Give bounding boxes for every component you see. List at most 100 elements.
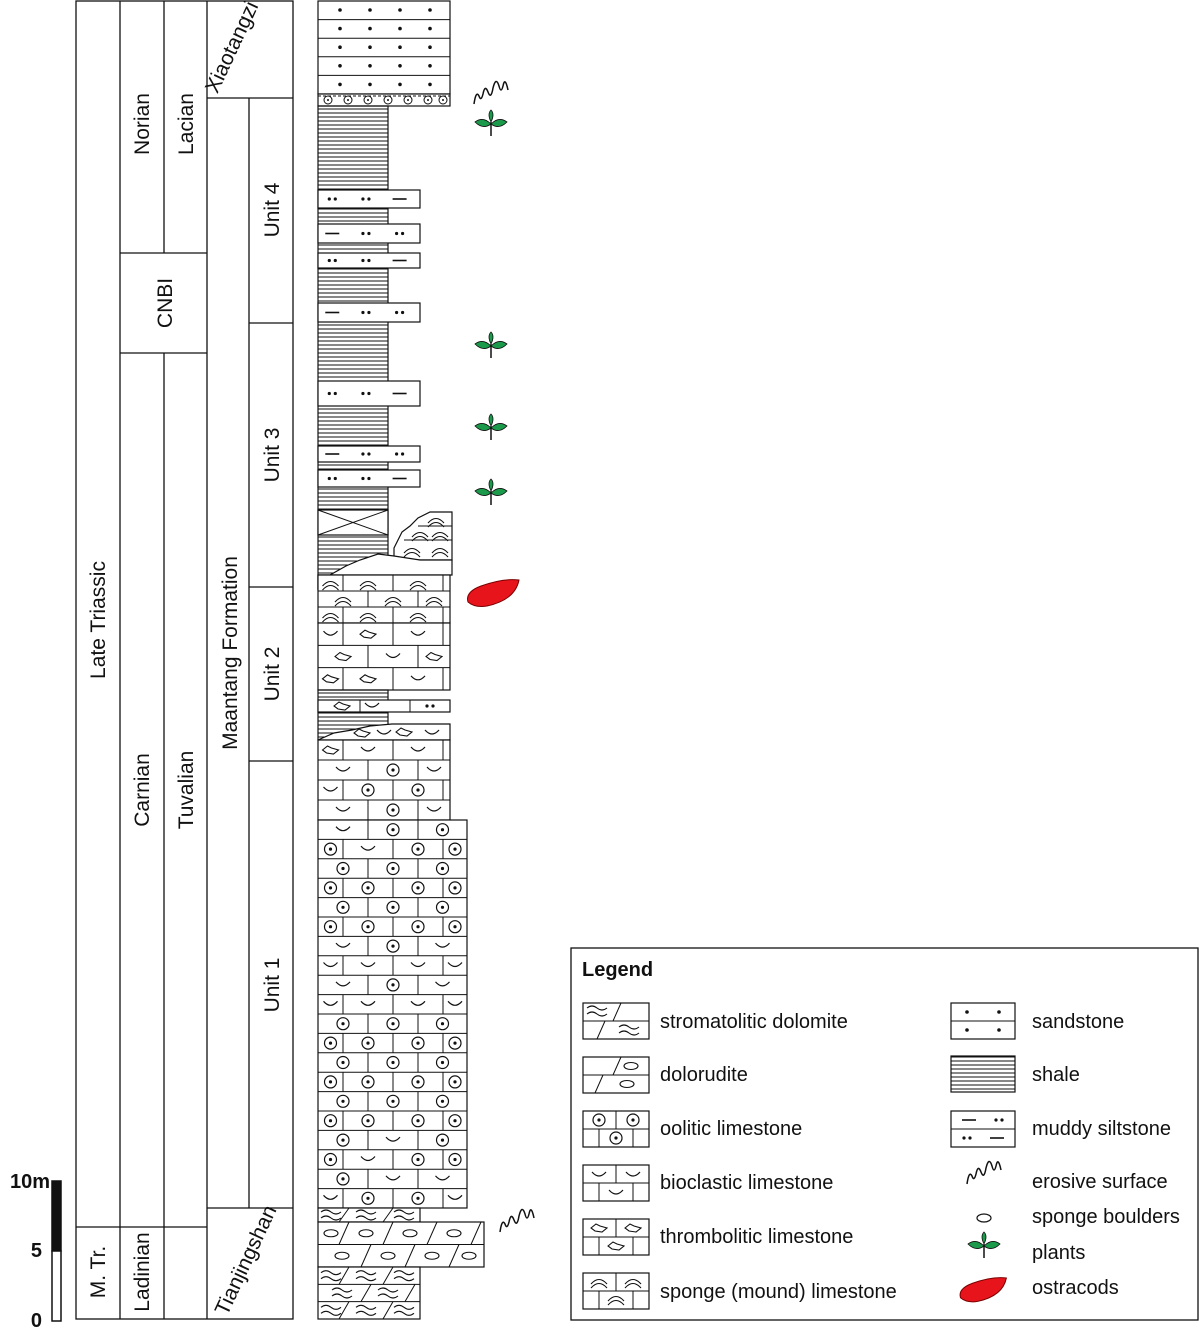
label-tianjingshan: Tianjingshan bbox=[211, 1202, 282, 1319]
ooid-core bbox=[631, 1118, 635, 1122]
plant-icon bbox=[474, 478, 508, 505]
silt-dot bbox=[367, 391, 371, 396]
stromatolite-mark bbox=[331, 1293, 353, 1299]
scale-label-top: 10m bbox=[10, 1171, 50, 1193]
silt-dot bbox=[327, 197, 331, 201]
sponge-mark bbox=[409, 616, 427, 623]
legend-box: Legend stromatolitic dolomite dolorudite… bbox=[570, 947, 1199, 1321]
silt-dot bbox=[361, 476, 365, 481]
bed-sandstone bbox=[317, 0, 451, 107]
sand-dot bbox=[338, 82, 342, 87]
legend-label-shale: shale bbox=[1032, 1064, 1080, 1086]
silt-dot bbox=[333, 476, 337, 481]
plant-leaf bbox=[488, 478, 494, 492]
ooid-core bbox=[453, 886, 457, 890]
plant-leaf bbox=[490, 423, 508, 431]
legend-title: Legend bbox=[582, 959, 653, 981]
ooid-core bbox=[453, 1041, 457, 1045]
plant-leaf bbox=[488, 109, 494, 123]
ooid-core bbox=[391, 1060, 395, 1065]
shell-mark bbox=[335, 806, 351, 812]
label-ladinian: Ladinian bbox=[131, 1232, 154, 1311]
scale-bar: 10m 5 0 bbox=[10, 1171, 62, 1327]
shell-mark bbox=[385, 1136, 401, 1142]
sponge-mark bbox=[359, 616, 377, 623]
ooid-core bbox=[328, 886, 333, 890]
plant-leaf bbox=[490, 119, 508, 127]
ooid-core bbox=[407, 99, 409, 101]
legend-label-oolitic-limestone: oolitic limestone bbox=[660, 1118, 802, 1140]
pebble-mark bbox=[334, 1251, 350, 1260]
silt-dot bbox=[327, 258, 331, 263]
shell-mark bbox=[410, 962, 426, 968]
sand-dot bbox=[428, 8, 432, 12]
swatch-line bbox=[612, 1056, 622, 1076]
ooid-core bbox=[366, 1196, 370, 1200]
ooid-core bbox=[440, 1022, 445, 1026]
sand-dot bbox=[398, 64, 402, 68]
shell-mark bbox=[360, 1000, 376, 1006]
pebble-mark bbox=[623, 1061, 639, 1071]
bed-oolitic-limestone bbox=[317, 819, 468, 1209]
plant-leaf bbox=[983, 1241, 1001, 1249]
ooid-core bbox=[327, 99, 329, 101]
sponge-mark bbox=[427, 517, 445, 524]
thin-bed bbox=[317, 699, 451, 713]
ooid-core bbox=[328, 1041, 333, 1045]
sponge-mark bbox=[624, 1282, 642, 1289]
silt-dot bbox=[401, 310, 405, 315]
silt-dot bbox=[367, 197, 371, 201]
silt-dot bbox=[1000, 1118, 1004, 1122]
silt-dot bbox=[333, 391, 337, 396]
ostracod-icon bbox=[467, 579, 520, 607]
plant-leaf bbox=[474, 119, 492, 127]
sand-dot bbox=[338, 45, 342, 49]
ooid-core bbox=[391, 828, 395, 832]
plant-leaf bbox=[967, 1241, 985, 1249]
shell-mark bbox=[608, 1189, 624, 1195]
silt-dot bbox=[395, 231, 399, 236]
silt-dot bbox=[361, 310, 365, 315]
legend-label-bioclastic-limestone: bioclastic limestone bbox=[660, 1172, 833, 1194]
shell-mark bbox=[360, 746, 376, 752]
thrombolite-mark bbox=[607, 1241, 626, 1251]
sand-dot bbox=[338, 8, 342, 12]
sponge-mark bbox=[384, 600, 402, 607]
label-unit-1: Unit 1 bbox=[261, 958, 284, 1013]
sponge-mark bbox=[409, 584, 427, 591]
shell-mark bbox=[435, 1175, 450, 1181]
ooid-core bbox=[341, 866, 345, 871]
silt-dot bbox=[361, 258, 365, 263]
plant-leaf bbox=[490, 488, 508, 496]
ooid-core bbox=[453, 1080, 457, 1084]
sponge-mark bbox=[409, 612, 427, 619]
sponge-mark bbox=[431, 551, 449, 558]
ooid-core bbox=[427, 99, 429, 101]
label-unit-3: Unit 3 bbox=[261, 428, 284, 483]
ooid-core bbox=[391, 768, 395, 772]
stromatolite-mark bbox=[618, 1024, 640, 1030]
sponge-mark bbox=[322, 584, 339, 591]
sponge-mark bbox=[431, 535, 449, 542]
sand-dot bbox=[428, 26, 432, 31]
ooid-core bbox=[341, 1177, 345, 1181]
silt-dot bbox=[367, 231, 371, 236]
legend-label-sandstone: sandstone bbox=[1032, 1011, 1124, 1033]
silt-dot bbox=[367, 452, 371, 456]
silt-dot bbox=[361, 231, 365, 236]
sand-dot bbox=[338, 26, 342, 31]
plant-leaf bbox=[488, 331, 494, 345]
legend-label-plants: plants bbox=[1032, 1242, 1085, 1264]
sponge-mark bbox=[590, 1282, 608, 1289]
sponge-mark bbox=[607, 1299, 625, 1306]
stromatolite-mark bbox=[355, 1304, 377, 1310]
sand-dot bbox=[398, 82, 402, 87]
sponge-mark bbox=[322, 612, 339, 619]
thrombolite-mark bbox=[333, 701, 352, 711]
sponge-mark bbox=[425, 596, 443, 603]
sponge-mark bbox=[334, 600, 352, 607]
stromatolite-mark bbox=[320, 1276, 342, 1282]
ooid-core bbox=[366, 1041, 370, 1045]
stromatolite-mark bbox=[355, 1209, 377, 1215]
shell-mark bbox=[447, 962, 463, 968]
